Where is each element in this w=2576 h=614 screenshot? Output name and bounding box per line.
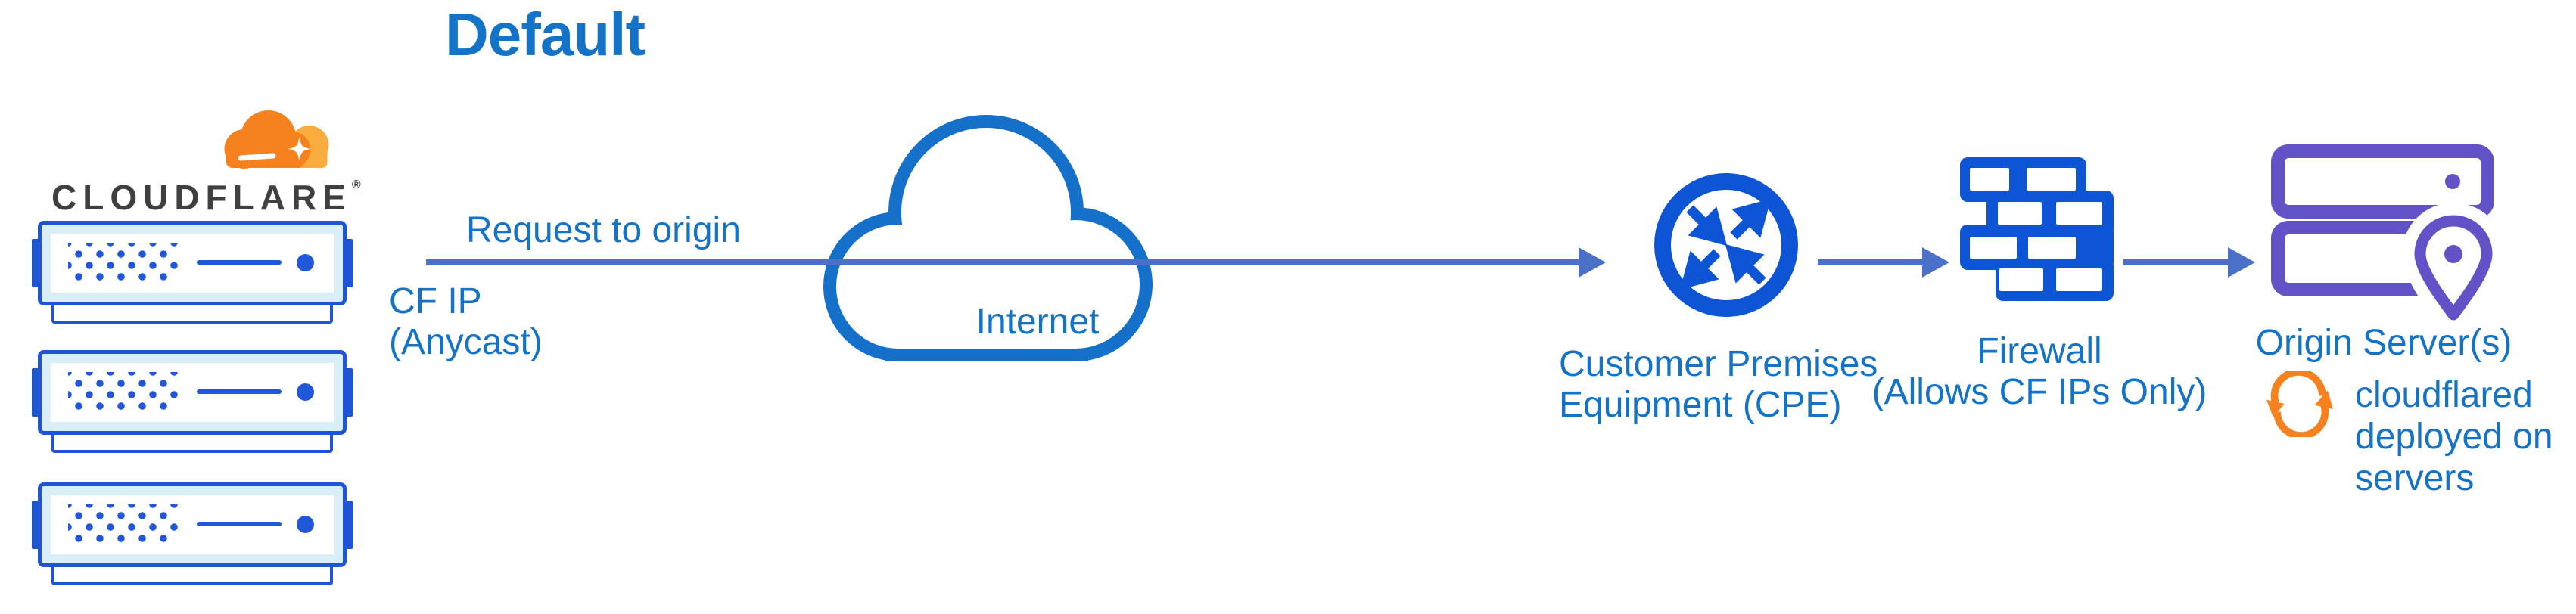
cloudflared-note-line3: servers [2355, 458, 2475, 498]
arrow-right-icon [2123, 259, 2228, 265]
cpe-label: Customer Premises Equipment (CPE) [1559, 344, 1878, 426]
firewall-label-line2: (Allows CF IPs Only) [1871, 372, 2207, 412]
server-led [297, 383, 314, 401]
internet-label: Internet [975, 302, 1100, 342]
server-dot-matrix [68, 504, 179, 544]
cloudflared-note-line2: deployed on [2355, 417, 2553, 457]
sync-icon [2266, 371, 2333, 437]
location-pin-icon [2402, 203, 2494, 325]
server-slot-line [197, 522, 282, 526]
edge-server-icon [32, 482, 353, 585]
arrow-right-icon [1818, 259, 1922, 265]
wordmark-text: CLOUDFLARE [51, 178, 352, 217]
firewall-label-line1: Firewall [1977, 331, 2102, 371]
server-led [297, 516, 314, 533]
internet-cloud-icon [823, 115, 1153, 361]
edge-server-icon [32, 221, 353, 324]
firewall-label: Firewall (Allows CF IPs Only) [1862, 331, 2217, 413]
cf-ip-line2: (Anycast) [389, 322, 543, 362]
cloudflared-note: cloudflared deployed on servers [2355, 374, 2553, 499]
edge-server-icon [32, 350, 353, 453]
logo-spark [288, 137, 311, 161]
arrow-head-icon [2228, 247, 2255, 278]
server-slot-line [197, 260, 282, 265]
cpe-label-line2: Equipment (CPE) [1559, 385, 1842, 425]
server-slot-line [197, 389, 282, 394]
cf-ip-line1: CF IP [389, 281, 482, 321]
arrow-right-icon [426, 259, 1579, 265]
cloudflare-wordmark: CLOUDFLARE® [51, 177, 361, 218]
cpe-router-icon [1654, 173, 1798, 317]
arrow-head-icon [1579, 247, 1606, 278]
cloudflare-cloud-icon [224, 110, 329, 169]
page-title: Default [445, 1, 646, 68]
firewall-brick-icon [1960, 157, 2114, 301]
server-body [38, 482, 347, 567]
cloudflared-note-line1: cloudflared [2355, 375, 2533, 415]
server-led [297, 254, 314, 271]
origin-label: Origin Server(s) [2255, 323, 2512, 363]
registered-mark: ® [351, 178, 361, 191]
cloudflare-logo: CLOUDFLARE® [45, 98, 363, 227]
server-dot-matrix [68, 372, 179, 411]
server-dot-matrix [68, 243, 179, 282]
arrow-head-icon [1922, 247, 1949, 278]
cpe-label-line1: Customer Premises [1559, 344, 1878, 384]
request-to-origin-label: Request to origin [466, 210, 741, 250]
cf-ip-anycast-label: CF IP (Anycast) [389, 281, 543, 363]
origin-servers-icon [2271, 144, 2494, 325]
